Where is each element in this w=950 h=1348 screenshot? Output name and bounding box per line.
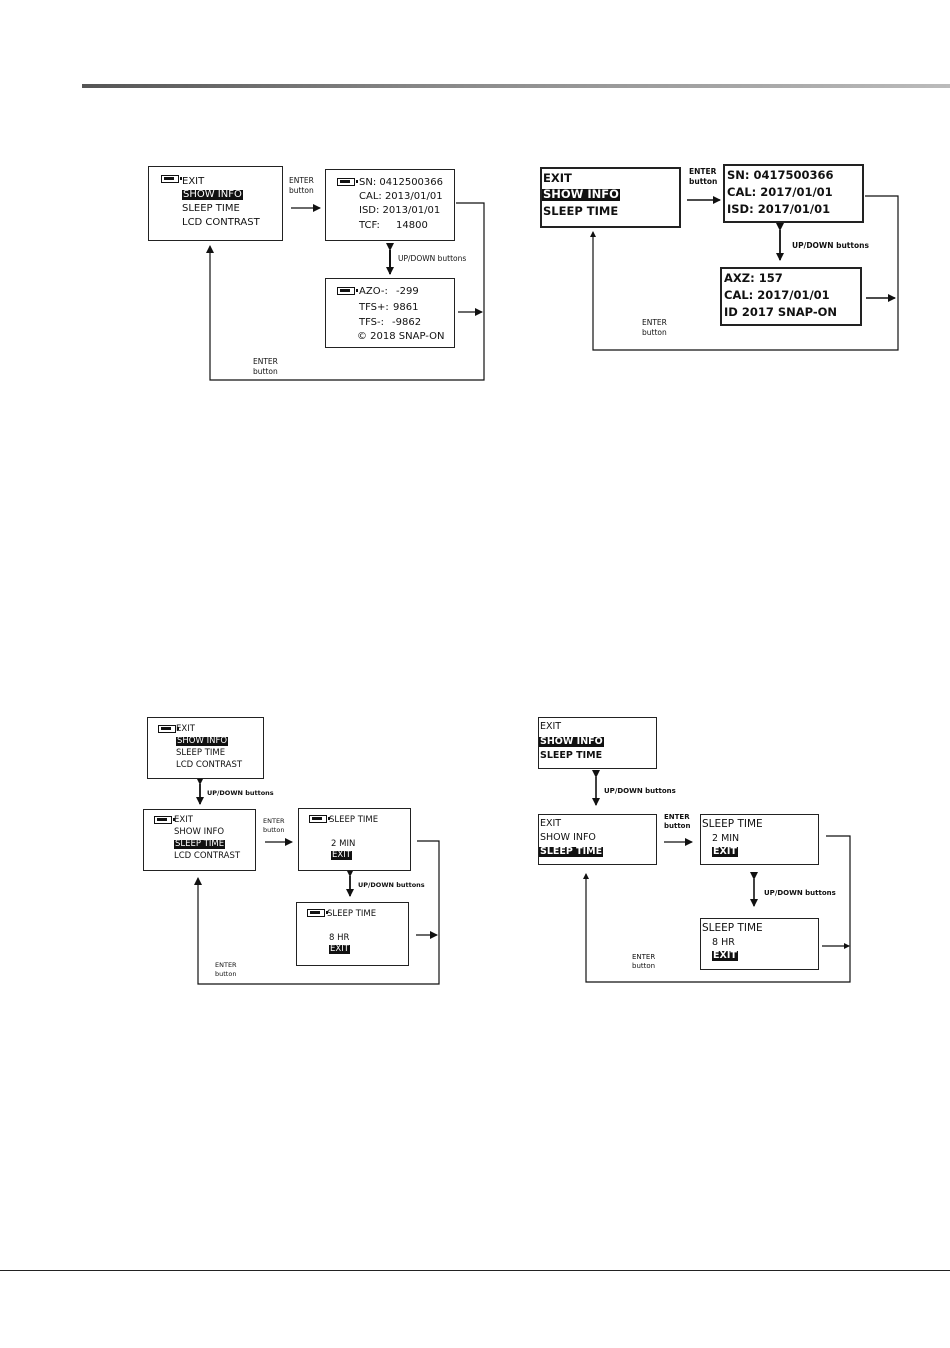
battery-icon xyxy=(337,178,358,186)
menu-item-sleep-time: SLEEP TIME xyxy=(539,846,604,857)
menu-item-sleep-time: SLEEP TIME xyxy=(543,204,619,218)
d3-sleep-screen-2: SLEEP TIME 8 HR EXIT xyxy=(296,902,409,966)
battery-icon xyxy=(337,287,358,295)
menu-item-sleep-time: SLEEP TIME xyxy=(540,750,603,761)
d4-updown-label-2: UP/DOWN buttons xyxy=(764,889,836,897)
menu-item-exit: EXIT xyxy=(540,721,562,732)
sleep-value: 2 MIN xyxy=(712,833,740,844)
d2-loop-line xyxy=(590,195,899,351)
menu-item-sleep-time: SLEEP TIME xyxy=(182,203,240,214)
menu-item-exit: EXIT xyxy=(174,815,193,825)
sleep-value: 2 MIN xyxy=(331,839,356,849)
sleep-exit: EXIT xyxy=(712,950,738,961)
info-tcf-label: TCF: xyxy=(359,220,380,231)
menu-item-lcd-contrast: LCD CONTRAST xyxy=(176,760,243,770)
menu-item-lcd-contrast: LCD CONTRAST xyxy=(182,217,260,228)
battery-icon xyxy=(154,816,175,824)
sleep-title: SLEEP TIME xyxy=(329,815,379,825)
d1-menu-screen: EXIT SHOW INFO SLEEP TIME LCD CONTRAST xyxy=(148,166,283,241)
sleep-exit: EXIT xyxy=(712,846,738,857)
d3-sleep-screen-1: SLEEP TIME 2 MIN EXIT xyxy=(298,808,411,871)
info-tfs-plus-label: TFS+: xyxy=(359,302,389,313)
info-azo-label: AZO-: xyxy=(359,286,388,297)
info-tfs-plus-value: 9861 xyxy=(393,302,419,313)
d4-loop-line xyxy=(583,835,851,983)
menu-item-show-info: SHOW INFO xyxy=(174,827,225,837)
d1-updown-label: UP/DOWN buttons xyxy=(398,254,467,263)
info-tfs-minus-value: -9862 xyxy=(392,317,422,328)
battery-icon xyxy=(307,909,328,917)
info-isd: ISD: 2017/01/01 xyxy=(727,202,831,216)
menu-item-lcd-contrast: LCD CONTRAST xyxy=(174,851,241,861)
sleep-exit: EXIT xyxy=(329,944,350,954)
d1-info-screen-2: AZO-: -299 TFS+: 9861 TFS-: -9862 © 2018… xyxy=(325,278,455,348)
menu-item-show-info: SHOW INFO xyxy=(176,736,229,746)
d4-updown-label-1: UP/DOWN buttons xyxy=(604,787,676,795)
d2-info-screen-1: SN: 0417500366 CAL: 2017/01/01 ISD: 2017… xyxy=(723,164,864,223)
info-copyright: © 2018 SNAP-ON xyxy=(357,331,445,342)
d1-info-screen-1: SN: 0412500366 CAL: 2013/01/01 ISD: 2013… xyxy=(325,169,455,241)
menu-item-sleep-time: SLEEP TIME xyxy=(174,839,226,849)
d4-sleep-screen-2: SLEEP TIME 8 HR EXIT xyxy=(700,918,819,970)
footer-rule xyxy=(0,1270,950,1271)
battery-icon xyxy=(161,175,182,183)
info-tfs-minus-label: TFS-: xyxy=(359,317,385,328)
menu-item-show-info: SHOW INFO xyxy=(542,187,620,201)
info-azo-value: -299 xyxy=(396,286,419,297)
sleep-title: SLEEP TIME xyxy=(702,922,763,934)
battery-icon xyxy=(158,725,179,733)
menu-item-exit: EXIT xyxy=(543,171,572,185)
d3-updown-label-1: UP/DOWN buttons xyxy=(207,789,274,797)
d3-loop-line xyxy=(194,840,440,985)
header-rule xyxy=(82,84,950,88)
info-sn: SN: 0417500366 xyxy=(727,168,834,182)
d4-sleep-screen-1: SLEEP TIME 2 MIN EXIT xyxy=(700,814,819,865)
info-id: ID 2017 SNAP-ON xyxy=(724,305,838,319)
menu-item-sleep-time: SLEEP TIME xyxy=(176,748,226,758)
sleep-exit: EXIT xyxy=(331,850,352,860)
sleep-value: 8 HR xyxy=(712,937,735,948)
info-sn: SN: 0412500366 xyxy=(359,177,443,188)
menu-item-show-info: SHOW INFO xyxy=(182,189,243,200)
d4-menu-screen-b: EXIT SHOW INFO SLEEP TIME xyxy=(538,814,657,865)
menu-item-exit: EXIT xyxy=(540,818,562,829)
info-tcf-value: 14800 xyxy=(396,220,428,231)
d1-loop-line xyxy=(206,202,485,381)
info-isd: ISD: 2013/01/01 xyxy=(359,205,441,216)
d2-info-screen-2: AXZ: 157 CAL: 2017/01/01 ID 2017 SNAP-ON xyxy=(720,267,862,326)
info-cal: CAL: 2013/01/01 xyxy=(359,191,443,202)
menu-item-show-info: SHOW INFO xyxy=(540,832,596,843)
menu-item-exit: EXIT xyxy=(176,724,195,734)
d3-menu-screen-a: EXIT SHOW INFO SLEEP TIME LCD CONTRAST xyxy=(147,717,264,779)
d2-updown-label: UP/DOWN buttons xyxy=(792,241,869,250)
d4-menu-screen-a: EXIT SHOW INFO SLEEP TIME xyxy=(538,717,657,769)
sleep-value: 8 HR xyxy=(329,933,350,943)
d2-menu-screen: EXIT SHOW INFO SLEEP TIME xyxy=(540,167,681,228)
d3-menu-screen-b: EXIT SHOW INFO SLEEP TIME LCD CONTRAST xyxy=(143,809,256,871)
info-cal: CAL: 2017/01/01 xyxy=(727,185,833,199)
sleep-title: SLEEP TIME xyxy=(327,909,377,919)
info-cal: CAL: 2017/01/01 xyxy=(724,288,830,302)
sleep-title: SLEEP TIME xyxy=(702,818,763,830)
d3-updown-label-2: UP/DOWN buttons xyxy=(358,881,425,889)
menu-item-exit: EXIT xyxy=(182,176,205,187)
battery-icon xyxy=(309,815,330,823)
info-axz: AXZ: 157 xyxy=(724,271,783,285)
menu-item-show-info: SHOW INFO xyxy=(539,736,604,747)
